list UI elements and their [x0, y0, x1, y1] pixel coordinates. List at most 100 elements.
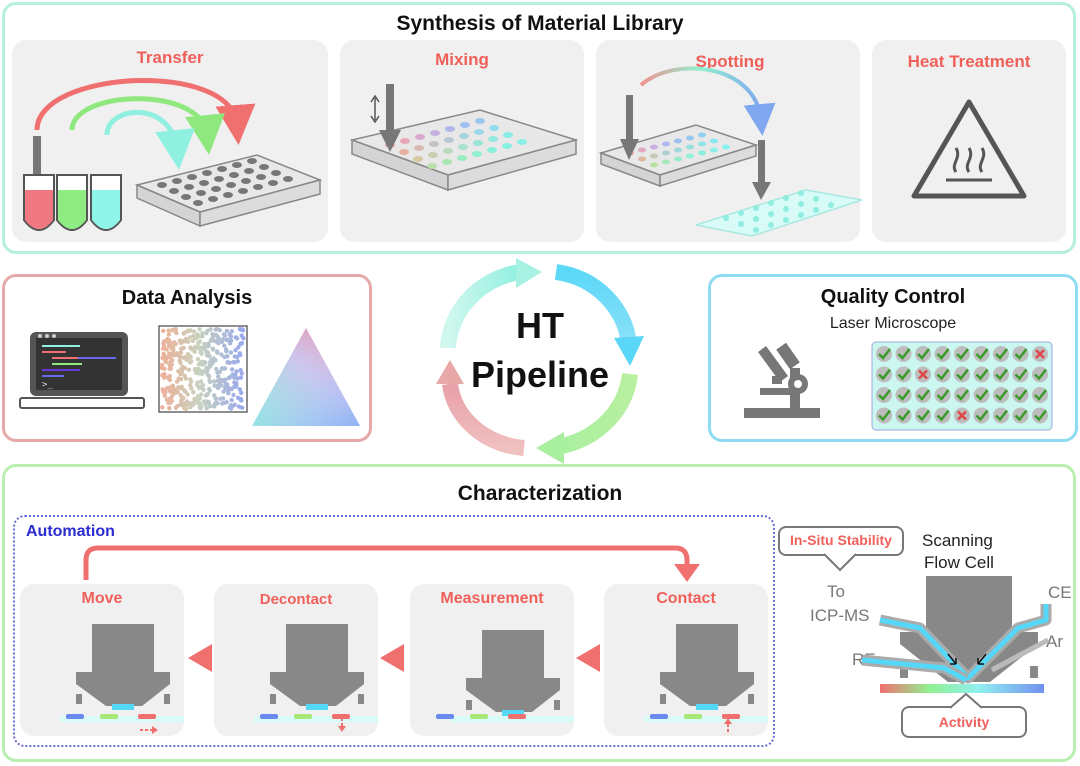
scatter-dot [187, 335, 193, 340]
pass-mark-icon [993, 387, 1009, 403]
scatter-dot [167, 366, 172, 371]
pass-mark-icon [1012, 387, 1029, 403]
pass-mark-icon [915, 407, 931, 424]
scatter-dot [179, 399, 184, 404]
scatter-dot [178, 350, 184, 355]
scatter-dot [225, 337, 230, 342]
scatter-dot [171, 347, 176, 352]
fail-mark-icon [1032, 346, 1048, 362]
scatter-dot [207, 386, 212, 392]
scatter-dot [180, 338, 185, 344]
scatter-dot [204, 365, 209, 371]
scatter-dot [218, 380, 223, 386]
scatter-dot [160, 405, 165, 410]
substrate [644, 716, 768, 722]
scatter-dot [216, 336, 221, 341]
scatter-dot [215, 350, 220, 355]
hot-surface-warning-icon [911, 99, 1027, 199]
data-analysis-section [2, 274, 372, 442]
scatter-dot [167, 389, 173, 394]
scatter-dot [195, 332, 200, 337]
scatter-dot [191, 334, 196, 339]
characterization-section [2, 464, 1076, 762]
substrate [60, 716, 184, 722]
scatter-dot [161, 354, 167, 359]
insitu-bubble [778, 526, 904, 556]
automation-loop-arrow [83, 545, 700, 582]
scatter-dot [181, 395, 186, 401]
scatter-dot [228, 403, 234, 408]
scatter-dot [191, 329, 197, 334]
scatter-dot [167, 377, 172, 382]
automation-label: Automation [26, 523, 115, 540]
scatter-dot [207, 378, 212, 383]
scatter-dot [205, 350, 211, 355]
pass-mark-icon [973, 366, 990, 383]
scatter-dot [189, 359, 194, 364]
scatter-dot [178, 360, 183, 366]
flow-cell-title-line2: Flow Cell [924, 553, 994, 572]
scatter-dot [231, 392, 236, 398]
insitu-pointer [823, 553, 857, 572]
pass-mark-icon [993, 407, 1009, 424]
scatter-dot [216, 374, 221, 379]
scatter-dot [206, 374, 212, 379]
scatter-dot [175, 353, 181, 358]
scatter-dot [237, 387, 243, 392]
flow-cell-head [76, 624, 170, 710]
scatter-dot [233, 348, 238, 353]
scatter-dot [212, 401, 217, 407]
scatter-dot [188, 379, 194, 384]
scatter-dot [239, 405, 245, 410]
scatter-dot [212, 379, 217, 384]
sample-spot [260, 714, 278, 719]
scatter-dot [204, 406, 209, 411]
scatter-dot [194, 370, 199, 375]
pass-mark-icon [954, 387, 970, 403]
scatter-dot [162, 393, 167, 398]
scatter-dot [238, 375, 244, 380]
pass-mark-icon [1032, 366, 1048, 383]
scatter-dot [234, 369, 239, 374]
pass-mark-icon [993, 366, 1009, 383]
scatter-dot [208, 327, 213, 332]
move-cell [60, 624, 184, 734]
pass-mark-icon [895, 346, 912, 362]
scatter-dot [213, 396, 219, 402]
scatter-dot [215, 384, 220, 389]
scatter-dot [237, 351, 242, 356]
decontact-cell [254, 624, 378, 732]
scatter-dot [211, 358, 217, 363]
scatter-dot [224, 349, 229, 354]
sample-spot [650, 714, 668, 719]
ternary-diagram-icon [252, 328, 360, 426]
scatter-dot [232, 380, 237, 385]
scatter-dot [229, 397, 234, 403]
scatter-dot [197, 401, 202, 406]
scatter-dot [202, 341, 207, 347]
pipeline-title-line1: HT [516, 305, 564, 346]
pass-mark-icon [876, 346, 892, 362]
motion-arrow-icon [724, 718, 732, 732]
scatter-dot [166, 328, 171, 333]
scatter-dot [167, 362, 172, 367]
ce-label: CE [1048, 583, 1072, 602]
scatter-dot [162, 366, 167, 371]
scatter-dot [183, 376, 188, 381]
quality-control-subtitle: Laser Microscope [829, 315, 957, 332]
scatter-dot [213, 332, 219, 338]
fail-mark-icon [915, 366, 931, 383]
to-label: To [827, 582, 845, 601]
scatter-dot [207, 354, 212, 359]
scatter-dot [211, 393, 217, 398]
flow-cell-diagram [861, 576, 1052, 693]
substrate [254, 716, 378, 722]
measurement-cell [436, 630, 574, 722]
transfer-illustration [23, 78, 323, 231]
scatter-dot [199, 359, 205, 364]
scatter-dot [163, 389, 168, 395]
scatter-dot [227, 374, 233, 380]
scatter-dot [168, 396, 173, 402]
data-analysis-title: Data Analysis [121, 287, 253, 309]
scatter-dot [235, 376, 240, 381]
